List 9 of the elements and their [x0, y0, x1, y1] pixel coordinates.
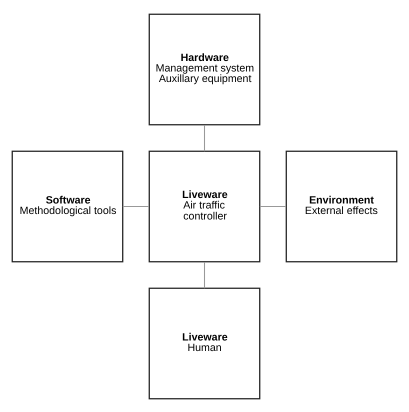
node-box: Liveware Human [148, 287, 260, 399]
connector [204, 124, 206, 151]
node-box: Environment External effects [286, 150, 398, 262]
connector [260, 205, 286, 207]
node-box: Hardware Management system Auxillary equipment [148, 13, 260, 125]
node-box: Liveware Air traffic controller [148, 150, 260, 262]
node-box: Software Methodological tools [12, 150, 124, 262]
connector [122, 205, 150, 207]
connector [204, 262, 206, 288]
